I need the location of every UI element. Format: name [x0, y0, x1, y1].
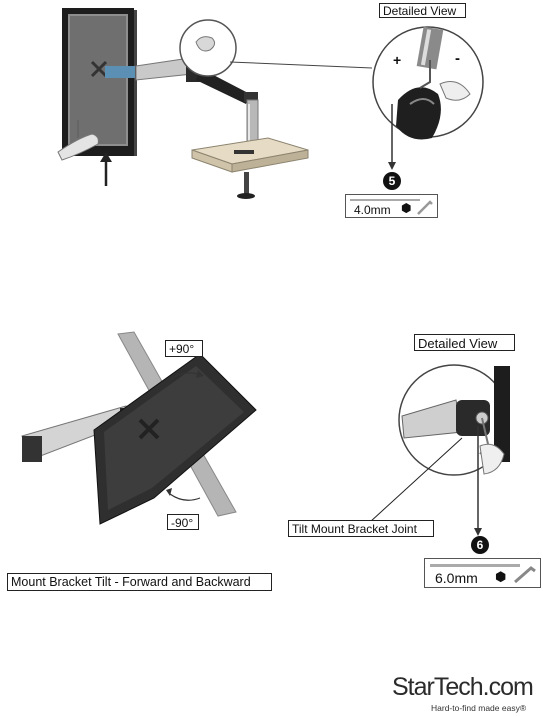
hex-icon: ⬢ [401, 201, 411, 215]
tilt-bracket-illustration [0, 320, 543, 640]
tool-size-label-2: 6.0mm [435, 570, 478, 586]
tilt-caption: Mount Bracket Tilt - Forward and Backwar… [7, 573, 272, 591]
startech-logo: StarTech.com [392, 673, 533, 702]
hex-key-shaft-2 [430, 564, 520, 567]
detail-view-label: Detailed View [379, 3, 466, 18]
tilt-down-angle-label: -90° [167, 514, 199, 530]
monitor-arm-illustration [0, 0, 543, 240]
hex-key-tool-6mm: 6.0mm ⬢ [424, 558, 541, 588]
hex-key-tool-4mm: 4.0mm ⬢ [345, 194, 438, 218]
hex-key-icon-2 [513, 562, 537, 586]
tilt-joint-label: Tilt Mount Bracket Joint [288, 520, 434, 537]
hex-key-icon [416, 198, 434, 216]
loosen-minus-label: - [455, 50, 460, 67]
brand-tagline: Hard-to-find made easy® [431, 703, 526, 713]
detail-view-label-2: Detailed View [414, 334, 515, 351]
tool-size-label: 4.0mm [354, 203, 391, 217]
step-number-badge: 5 [383, 172, 401, 190]
tighten-plus-label: + [393, 52, 401, 68]
tilt-up-angle-label: +90° [165, 340, 203, 357]
hex-icon-2: ⬢ [495, 569, 506, 585]
step-number-badge-2: 6 [471, 536, 489, 554]
